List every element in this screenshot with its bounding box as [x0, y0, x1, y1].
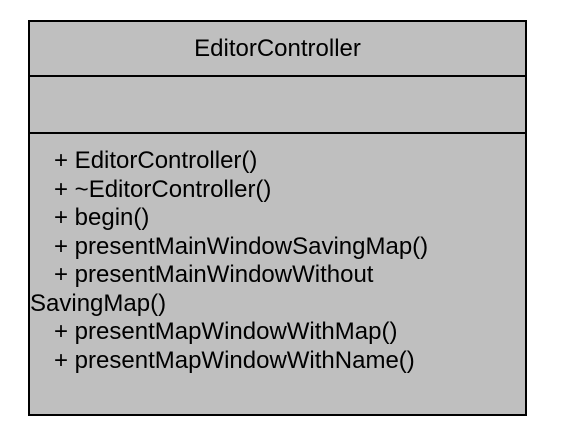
operations-compartment: + EditorController() + ~EditorController… [30, 134, 525, 414]
operation-present-main-window-saving-map: + presentMainWindowSavingMap() [54, 232, 429, 260]
attributes-compartment [30, 77, 525, 134]
class-name: EditorController [194, 34, 361, 62]
operation-destructor: + ~EditorController() [54, 175, 272, 203]
operation-constructor: + EditorController() [54, 147, 258, 174]
operation-begin: + begin() [54, 204, 150, 231]
operation-present-map-window-with-name: + presentMapWindowWithName() [54, 346, 415, 374]
operation-present-main-window-without-continuation: SavingMap() [30, 289, 167, 317]
operation-present-main-window-without: + presentMainWindowWithout [54, 261, 374, 288]
class-name-compartment: EditorController [30, 22, 525, 77]
uml-class-box: EditorController + EditorController() + … [28, 20, 527, 416]
operation-present-map-window-with-map: + presentMapWindowWithMap() [54, 318, 398, 345]
